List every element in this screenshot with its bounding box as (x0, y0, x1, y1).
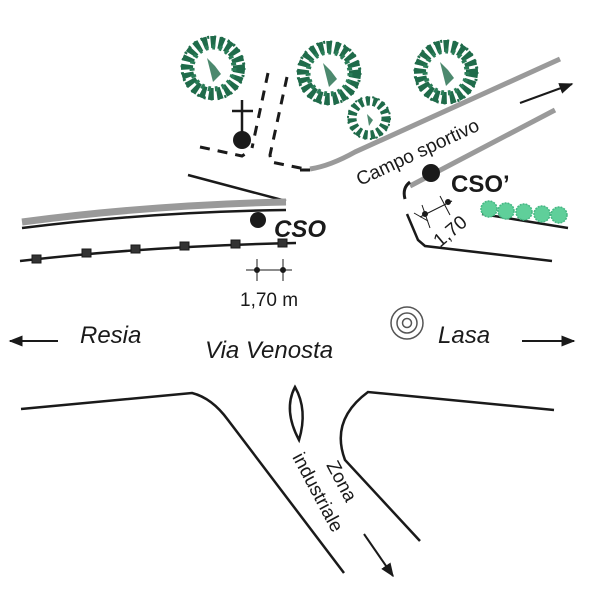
road-edge (405, 213, 553, 263)
distance-marker-right (413, 195, 453, 229)
traffic-island (288, 384, 304, 444)
measurement-point-icon (422, 164, 440, 182)
church-cross-icon (232, 100, 253, 135)
road-edge (187, 173, 287, 203)
cso-prime-label: CSO’ (451, 171, 510, 198)
main-road-gray (21, 198, 287, 226)
distance-label-left: 1,70 m (240, 290, 298, 311)
road-edge (481, 212, 569, 230)
railway-icon (19, 238, 297, 264)
road-edge (339, 390, 555, 542)
target-icon (390, 306, 424, 340)
resia-label: Resia (80, 322, 141, 349)
hedge-icon (480, 200, 568, 224)
direction-arrow-icon (519, 83, 574, 104)
distance-marker-left (246, 259, 292, 281)
footpath-dashed (199, 72, 311, 172)
curb (402, 180, 411, 200)
road-edge (20, 391, 345, 574)
tree-icon (348, 97, 390, 139)
measurement-point-icon (233, 131, 251, 149)
trees (182, 37, 477, 139)
tree-icon (182, 37, 244, 99)
lasa-label: Lasa (438, 322, 490, 349)
main-road-edge (21, 208, 287, 230)
distance-label-right: 1,70 (430, 212, 472, 252)
direction-arrow-icon (363, 533, 394, 578)
tree-icon (415, 41, 477, 103)
tree-icon (298, 42, 360, 104)
measurement-point-icon (250, 212, 266, 228)
via-venosta-label: Via Venosta (205, 337, 333, 364)
